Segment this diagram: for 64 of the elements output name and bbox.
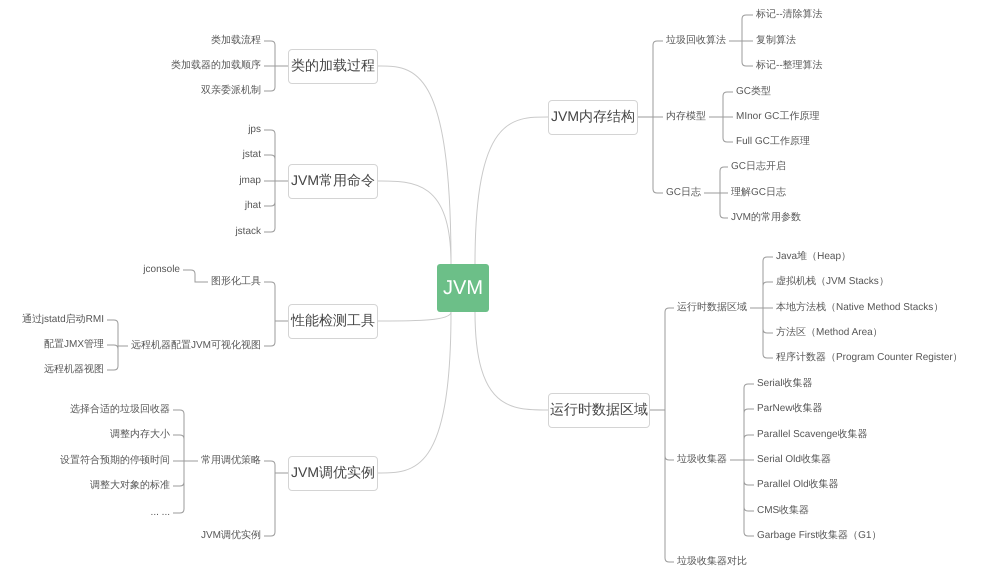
subtopic-label: 调整大对象的标准 [87, 479, 173, 493]
subtopic-label: 垃圾回收算法 [663, 34, 729, 48]
subtopic-label: 程序计数器（Program Counter Register） [773, 351, 966, 365]
subtopic-label: 标记--整理算法 [753, 59, 826, 73]
subtopic-label: GC日志开启 [728, 160, 789, 174]
branch-line [264, 472, 288, 536]
subtopic-label: 运行时数据区域 [674, 301, 750, 315]
subtopic-label: MInor GC工作原理 [733, 110, 822, 124]
subtopic-label: 图形化工具 [208, 275, 264, 289]
subtopic-label: Full GC工作原理 [733, 135, 813, 149]
subtopic-label: jstat [240, 148, 264, 162]
subtopic-label: GC日志 [663, 186, 704, 200]
topic-box: 类的加载过程 [288, 48, 378, 84]
subtopic-label: ParNew收集器 [754, 402, 826, 416]
subtopic-label: GC类型 [733, 85, 774, 99]
subtopic-label: Parallel Scavenge收集器 [754, 428, 871, 442]
subtopic-label: 内存模型 [663, 110, 709, 124]
subtopic-label: 方法区（Method Area） [773, 326, 886, 340]
subtopic-label: Serial收集器 [754, 377, 816, 391]
subtopic-label: jmap [236, 174, 264, 188]
subtopic-label: ... ... [148, 506, 173, 520]
branch-line [474, 312, 548, 410]
subtopic-label: 配置JMX管理 [41, 338, 107, 352]
subtopic-label: 调整内存大小 [107, 428, 173, 442]
subtopic-label: 通过jstatd启动RMI [18, 313, 107, 327]
topic-box: JVM调优实例 [288, 456, 378, 490]
subtopic-label: 虚拟机栈（JVM Stacks） [773, 275, 892, 289]
subtopic-label: 类加载流程 [208, 34, 264, 48]
topic-box: JVM内存结构 [548, 100, 638, 134]
central-topic-box: JVM [437, 264, 489, 312]
subtopic-label: Garbage First收集器（G1） [754, 529, 884, 543]
topic-box: JVM常用命令 [288, 164, 378, 198]
subtopic-label: 常用调优策略 [198, 454, 264, 468]
subtopic-label: 本地方法栈（Native Method Stacks） [773, 301, 946, 315]
subtopic-label: 垃圾收集器对比 [674, 555, 750, 569]
subtopic-label: 远程机器视图 [41, 363, 107, 377]
subtopic-label: 选择合适的垃圾回收器 [67, 403, 173, 417]
branch-line [264, 180, 288, 232]
topic-box: 性能检测工具 [288, 304, 378, 338]
branch-line [474, 116, 548, 264]
topic-box: 运行时数据区域 [548, 392, 650, 428]
branch-line [378, 312, 452, 474]
subtopic-label: 远程机器配置JVM可视化视图 [128, 339, 264, 353]
subtopic-label: 理解GC日志 [728, 186, 789, 200]
subtopic-label: 类加载器的加载顺序 [168, 59, 264, 73]
subtopic-label: 垃圾收集器 [674, 453, 730, 467]
subtopic-label: jhat [242, 199, 264, 213]
branch-line [650, 410, 674, 562]
subtopic-label: Serial Old收集器 [754, 453, 834, 467]
branch-line [182, 270, 208, 282]
subtopic-label: 双亲委派机制 [198, 84, 264, 98]
subtopic-label: JVM的常用参数 [728, 211, 804, 225]
subtopic-label: CMS收集器 [754, 504, 812, 518]
branch-line [378, 180, 452, 264]
subtopic-label: 设置符合预期的停顿时间 [57, 454, 173, 468]
subtopic-label: Java堆（Heap） [773, 250, 854, 264]
branch-line [378, 312, 452, 322]
subtopic-label: 复制算法 [753, 34, 799, 48]
subtopic-label: 标记--清除算法 [753, 8, 826, 22]
subtopic-label: jps [245, 123, 264, 137]
subtopic-label: JVM调优实例 [198, 529, 264, 543]
subtopic-label: jstack [232, 225, 264, 239]
subtopic-label: Parallel Old收集器 [754, 478, 842, 492]
subtopic-label: jconsole [140, 263, 183, 277]
